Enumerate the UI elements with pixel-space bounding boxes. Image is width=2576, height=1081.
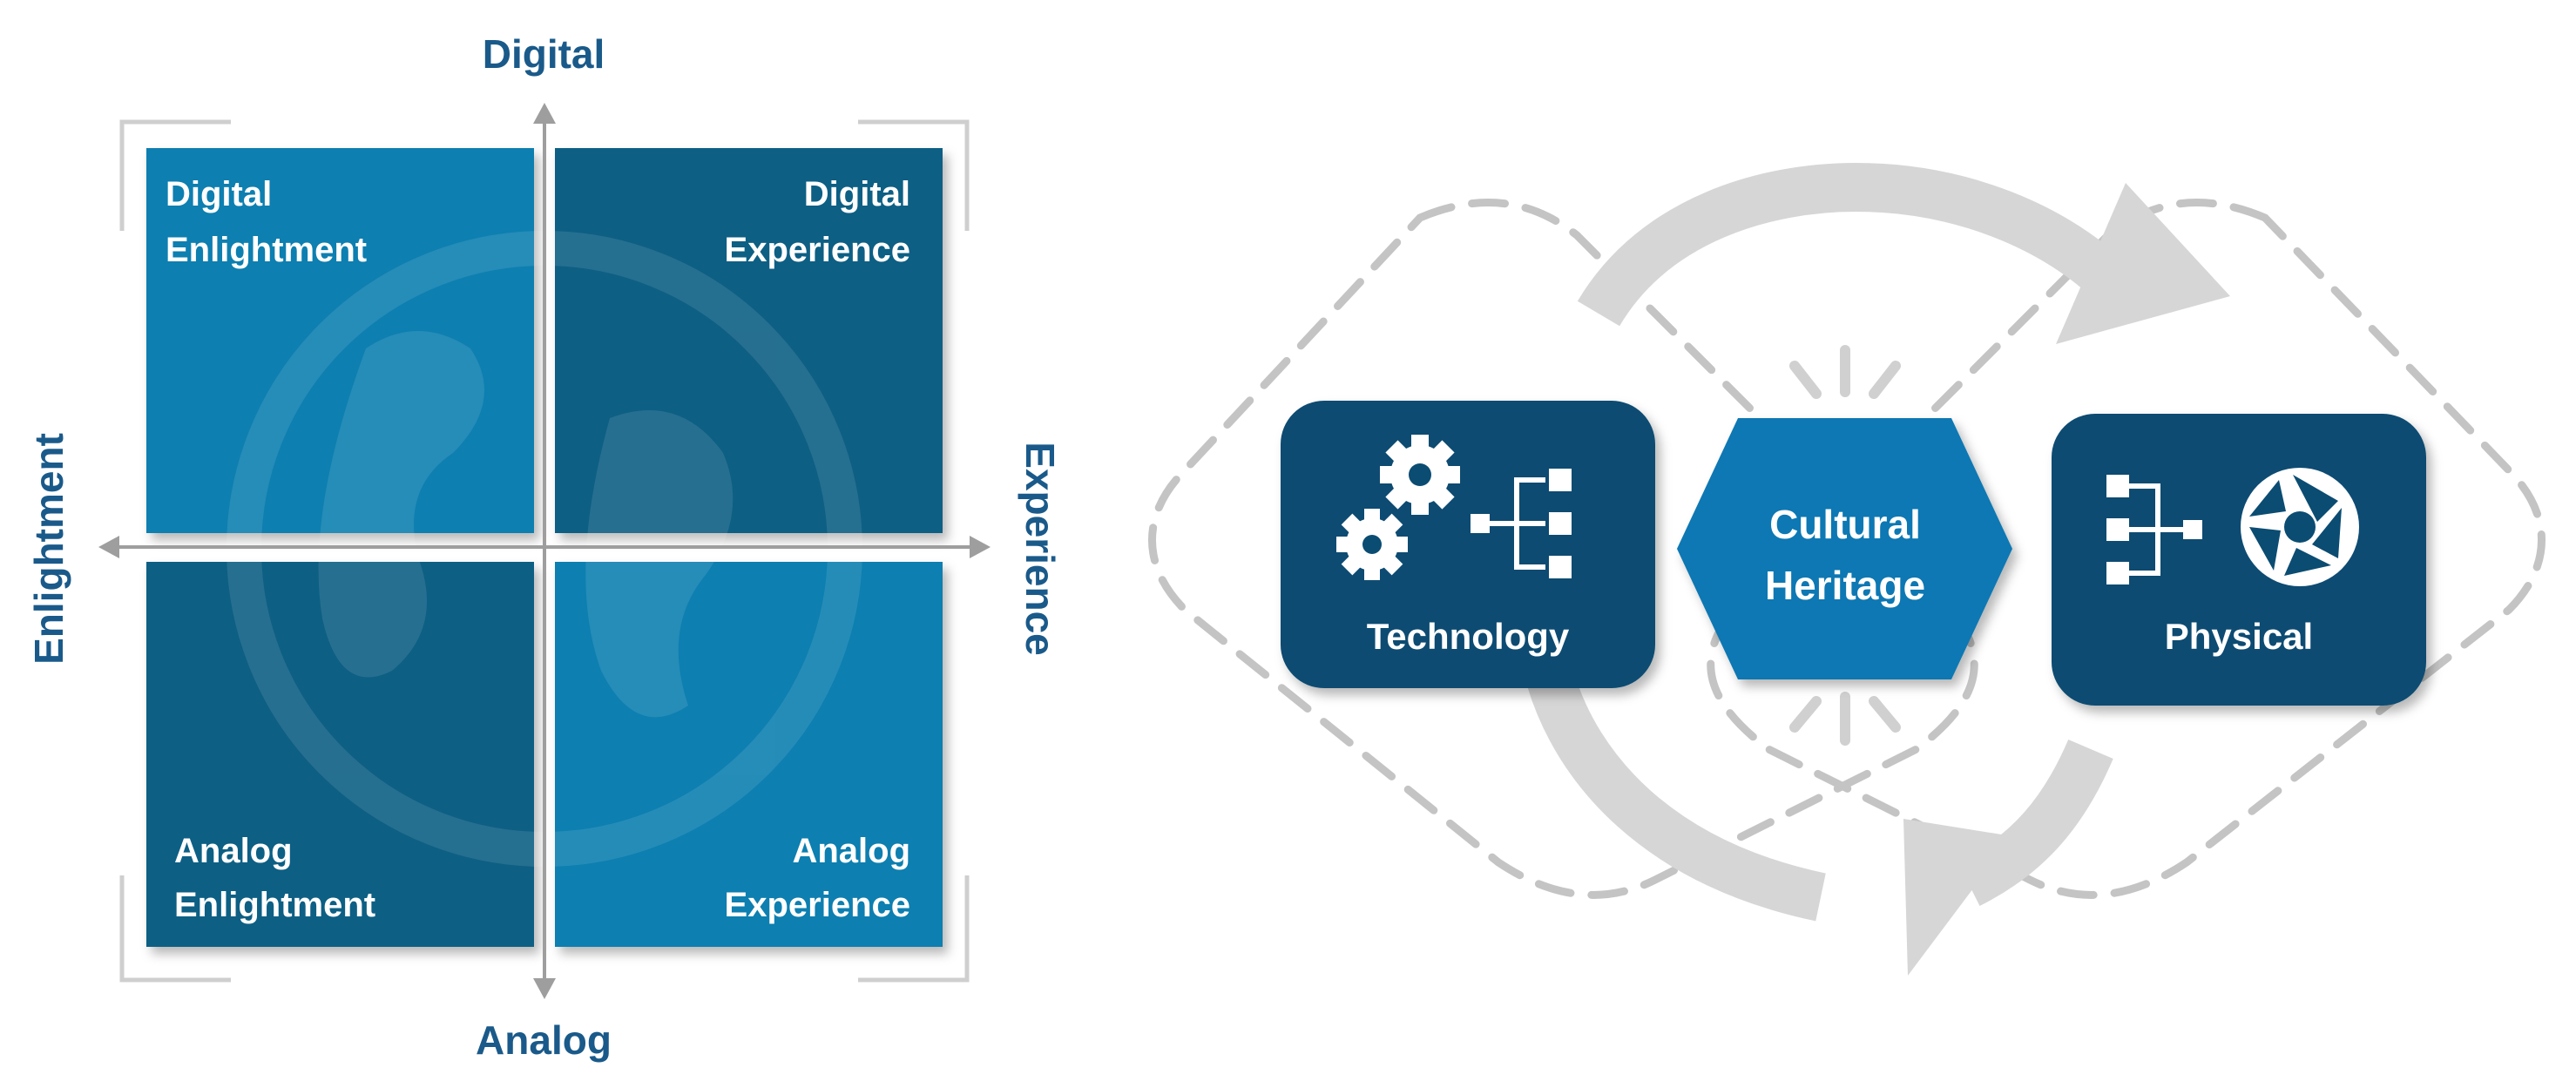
technology-node: Technology <box>1281 401 1655 688</box>
quadrant-bottom-right-line2: Experience <box>725 886 910 924</box>
physical-label: Physical <box>2165 616 2313 657</box>
quadrant-bottom-right-line1: Analog <box>792 832 910 870</box>
quadrant-top-left <box>146 148 534 533</box>
cultural-heritage-line1: Cultural <box>1769 502 1921 547</box>
technology-label: Technology <box>1367 616 1570 657</box>
axis-label-bottom: Analog <box>476 1017 612 1063</box>
quadrant-bottom-left-line1: Analog <box>174 832 293 870</box>
gears-hierarchy-icon <box>1336 435 1572 580</box>
sparkle-rays <box>1789 345 1901 746</box>
axis-label-right: Experience <box>1018 442 1063 655</box>
arrowhead-bottom-icon <box>1903 819 2012 976</box>
cultural-heritage-node: Cultural Heritage <box>1677 418 2012 679</box>
quadrant-bottom-right <box>555 562 943 947</box>
cycle-arrows <box>1527 162 2134 922</box>
cycle: Technology Cultural Heritage <box>1148 162 2546 976</box>
quadrant-top-right <box>555 148 943 533</box>
quadrant-top-right-line2: Experience <box>725 231 910 269</box>
cultural-heritage-line2: Heritage <box>1765 563 1925 608</box>
quadrant-top-left-line1: Digital <box>166 175 272 213</box>
axis-label-top: Digital <box>483 31 605 77</box>
arrowheads <box>1903 183 2230 976</box>
hierarchy-aperture-icon <box>2106 468 2359 586</box>
quadrant-top-left-line2: Enlightment <box>166 231 367 269</box>
arrowhead-top-icon <box>2056 183 2230 344</box>
matrix: Digital Analog Enlightment Experience Di… <box>26 31 1063 1063</box>
matrix-axes <box>98 103 991 999</box>
physical-node: Physical <box>2052 414 2426 706</box>
matrix-corner-brackets <box>119 119 970 983</box>
axis-label-left: Enlightment <box>26 433 71 665</box>
quadrant-bottom-left <box>146 562 534 947</box>
quadrant-top-right-line1: Digital <box>804 175 910 213</box>
quadrant-bottom-left-line2: Enlightment <box>174 886 375 924</box>
